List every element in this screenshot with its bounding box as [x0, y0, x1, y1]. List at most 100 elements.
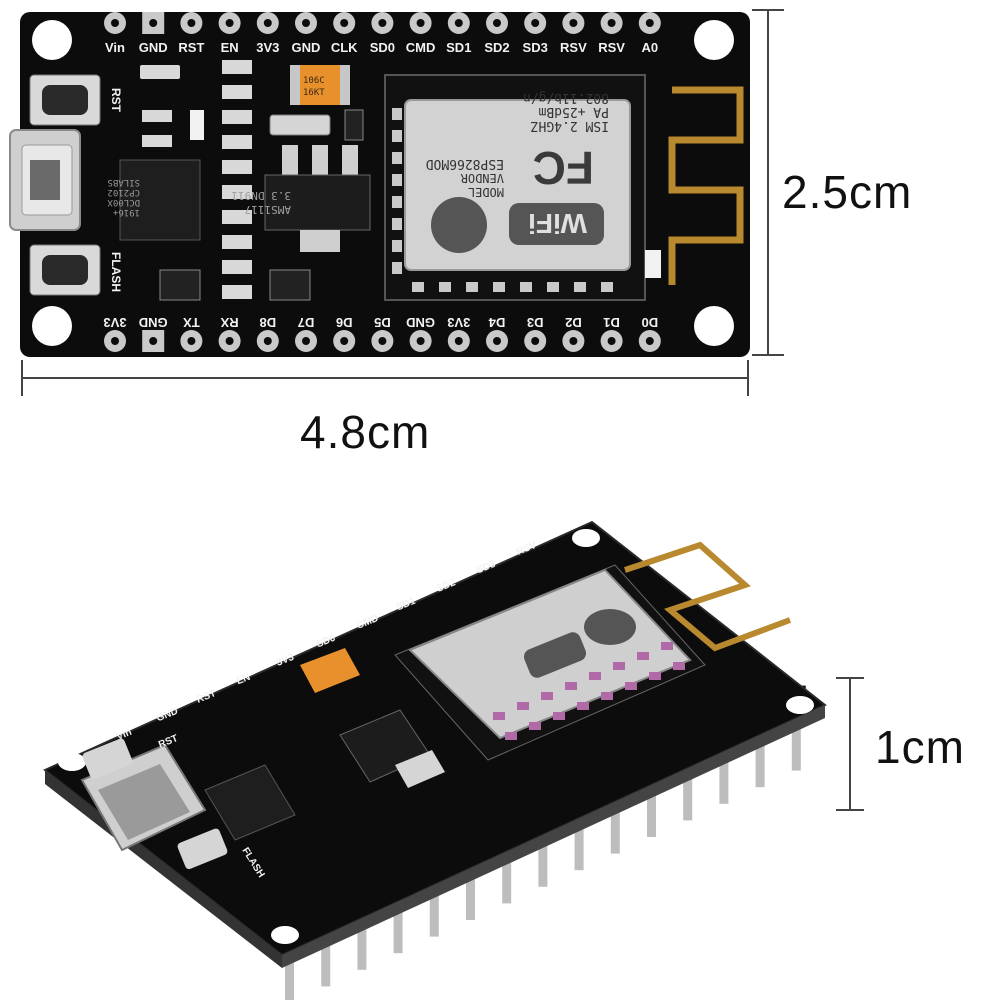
bottom-pin-pads — [104, 330, 661, 352]
module-pad — [637, 652, 649, 660]
module-pad — [517, 702, 529, 710]
top-pin-label: RST — [178, 40, 204, 55]
castellation — [392, 152, 402, 164]
mount-hole — [786, 696, 814, 714]
module-pad — [601, 692, 613, 700]
castellation — [392, 240, 402, 252]
chip-text: SILABS — [107, 177, 140, 187]
mount-hole — [32, 20, 72, 60]
module-pad — [505, 732, 517, 740]
pin-hole — [225, 19, 234, 27]
tantalum-capacitor — [300, 648, 360, 693]
pin-hole — [569, 19, 578, 27]
module-pad — [493, 712, 505, 720]
bottom-pin-label: D8 — [259, 315, 276, 330]
top-pin-label: Vin — [105, 40, 125, 55]
pin-hole — [187, 337, 196, 345]
bottom-pin-label: D4 — [488, 315, 505, 330]
mount-hole — [694, 306, 734, 346]
pcb-antenna — [624, 541, 792, 652]
top-pin-pads — [104, 12, 661, 34]
module-pad — [673, 662, 685, 670]
top-pin-label: A0 — [641, 40, 658, 55]
rst-label: RST — [109, 88, 123, 113]
castellation — [439, 282, 451, 292]
top-pin-label: GND — [292, 40, 321, 55]
mount-hole — [694, 20, 734, 60]
pcb-edge — [282, 705, 825, 968]
pin-hole — [416, 337, 425, 345]
module-text: ESP8266MOD — [426, 156, 504, 171]
chip-text: CP2102 — [107, 187, 140, 197]
bottom-pin-label: 3V3 — [447, 315, 470, 330]
espressif-logo — [584, 609, 636, 645]
castellation — [412, 282, 424, 292]
pin-hole — [607, 19, 616, 27]
castellation — [574, 282, 586, 292]
castellation — [601, 282, 613, 292]
top-pin-label: SD2 — [484, 40, 509, 55]
pin-hole — [531, 19, 540, 27]
pin-hole — [378, 337, 387, 345]
tantalum-capacitor: 106C 16KT — [290, 65, 350, 105]
pin-hole — [645, 337, 654, 345]
flash-button — [177, 828, 228, 870]
module-pad — [613, 662, 625, 670]
top-pin-label: CLK — [331, 40, 358, 55]
height-dimension-label: 2.5cm — [782, 166, 913, 218]
top-pin-label: RSV — [560, 40, 587, 55]
castellation — [392, 196, 402, 208]
castellation — [392, 108, 402, 120]
perspective-pin-label: Vin — [115, 727, 133, 743]
bottom-pin-label: D3 — [527, 315, 544, 330]
bottom-pin-label: D2 — [565, 315, 582, 330]
module-text: VENDOR — [460, 171, 504, 185]
module-pad — [553, 712, 565, 720]
diode — [269, 114, 331, 136]
top-pin-label: EN — [221, 40, 239, 55]
mount-hole — [271, 926, 299, 944]
diode — [395, 750, 445, 788]
module-pad — [565, 682, 577, 690]
castellation — [392, 130, 402, 142]
regulator-text: AMS1117 — [245, 203, 291, 216]
smd-components — [140, 60, 364, 301]
capacitor-text: 16KT — [303, 88, 325, 98]
pin-hole — [645, 19, 654, 27]
pin-hole — [454, 19, 463, 27]
module-pad — [625, 682, 637, 690]
top-pin-label: SD3 — [523, 40, 548, 55]
pin-hole — [111, 337, 119, 345]
module-text: PA +25dBm — [538, 104, 609, 119]
module-castellations — [392, 108, 613, 292]
pin-hole — [607, 337, 616, 345]
antenna-led — [645, 250, 661, 278]
pin-hole — [340, 19, 349, 27]
micro-usb-port — [9, 129, 81, 231]
rst-button — [82, 738, 133, 780]
bottom-pin-label: GND — [139, 315, 168, 330]
module-text: MODEL — [468, 185, 504, 199]
module-text: ISM 2.4GHZ — [531, 118, 609, 133]
cp2102-chip — [204, 764, 296, 841]
bottom-pin-label: TX — [183, 315, 200, 330]
top-pin-label: SD1 — [446, 40, 471, 55]
flash-button — [29, 244, 101, 296]
pin-hole — [493, 337, 501, 345]
pin-hole — [340, 337, 349, 345]
pin-hole — [493, 19, 501, 27]
castellation — [392, 174, 402, 186]
bottom-pin-label: D0 — [641, 315, 658, 330]
bottom-pin-label: 3V3 — [103, 315, 126, 330]
top-pin-label: GND — [139, 40, 168, 55]
castellation — [392, 262, 402, 274]
cp2102-chip: SILABS CP2102 DCL00X 1916+ — [107, 159, 201, 241]
top-pin-label: 3V3 — [256, 40, 279, 55]
bottom-pin-label: RX — [220, 315, 238, 330]
top-pin-label: SD0 — [370, 40, 395, 55]
chip-text: 1916+ — [112, 207, 140, 217]
flash-label: FLASH — [109, 252, 123, 292]
